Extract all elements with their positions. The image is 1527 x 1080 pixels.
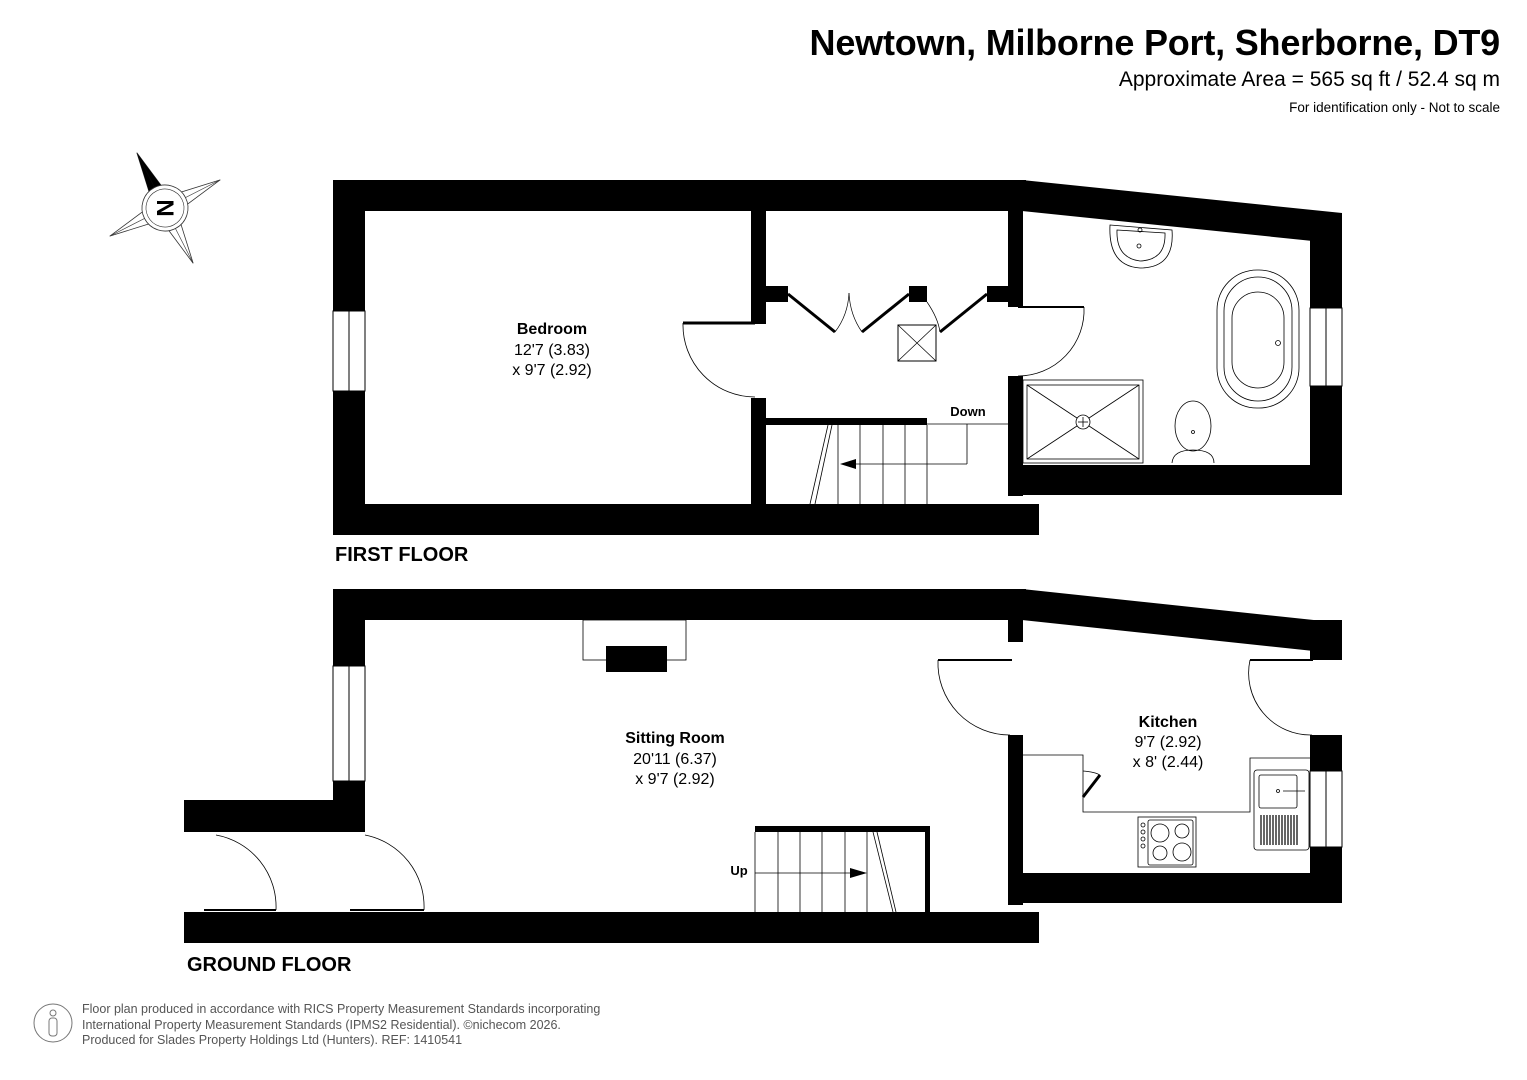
room-dim2-bedroom: x 9'7 (2.92) xyxy=(512,362,592,379)
footer: Floor plan produced in accordance with R… xyxy=(82,1002,600,1049)
stairs-up-label: Up xyxy=(730,863,747,878)
shower-tray-icon xyxy=(1022,379,1144,464)
svg-text:N: N xyxy=(151,199,178,216)
scale-note: For identification only - Not to scale xyxy=(1289,100,1500,115)
first-floor-plan: Down Bedroom 12' xyxy=(332,180,1343,535)
person-measure-icon xyxy=(33,1003,73,1043)
hob-icon xyxy=(1137,816,1197,868)
bath-icon xyxy=(1216,269,1300,409)
ground-floor-label: GROUND FLOOR xyxy=(187,954,352,976)
footer-line-3: Produced for Slades Property Holdings Lt… xyxy=(82,1033,463,1047)
footer-line-2: International Property Measurement Stand… xyxy=(82,1017,561,1032)
stairs-down-label: Down xyxy=(950,404,985,419)
room-dim2-sitting-room: x 9'7 (2.92) xyxy=(635,771,715,788)
basin-icon xyxy=(1109,224,1173,269)
north-compass-icon: N xyxy=(109,152,221,264)
room-dim1-sitting-room: 20'11 (6.37) xyxy=(633,751,717,768)
header: Newtown, Milborne Port, Sherborne, DT9 A… xyxy=(809,22,1501,118)
property-title: Newtown, Milborne Port, Sherborne, DT9 xyxy=(809,22,1501,63)
approximate-area: Approximate Area = 565 sq ft / 52.4 sq m xyxy=(1118,68,1500,91)
room-dim2-kitchen: x 8' (2.44) xyxy=(1133,754,1204,771)
sink-icon xyxy=(1253,769,1310,851)
first-floor-label: FIRST FLOOR xyxy=(335,544,469,566)
room-name-bedroom: Bedroom xyxy=(517,321,587,338)
room-name-kitchen: Kitchen xyxy=(1139,714,1198,731)
room-name-sitting-room: Sitting Room xyxy=(625,730,725,747)
room-dim1-kitchen: 9'7 (2.92) xyxy=(1134,734,1201,751)
ground-floor-plan: Up Sitting Room 20'11 (6.37) x 9'7 (2.92… xyxy=(184,589,1343,943)
toilet-icon xyxy=(1171,400,1215,464)
footer-line-1: Floor plan produced in accordance with R… xyxy=(82,1002,601,1016)
room-dim1-bedroom: 12'7 (3.83) xyxy=(514,342,590,359)
